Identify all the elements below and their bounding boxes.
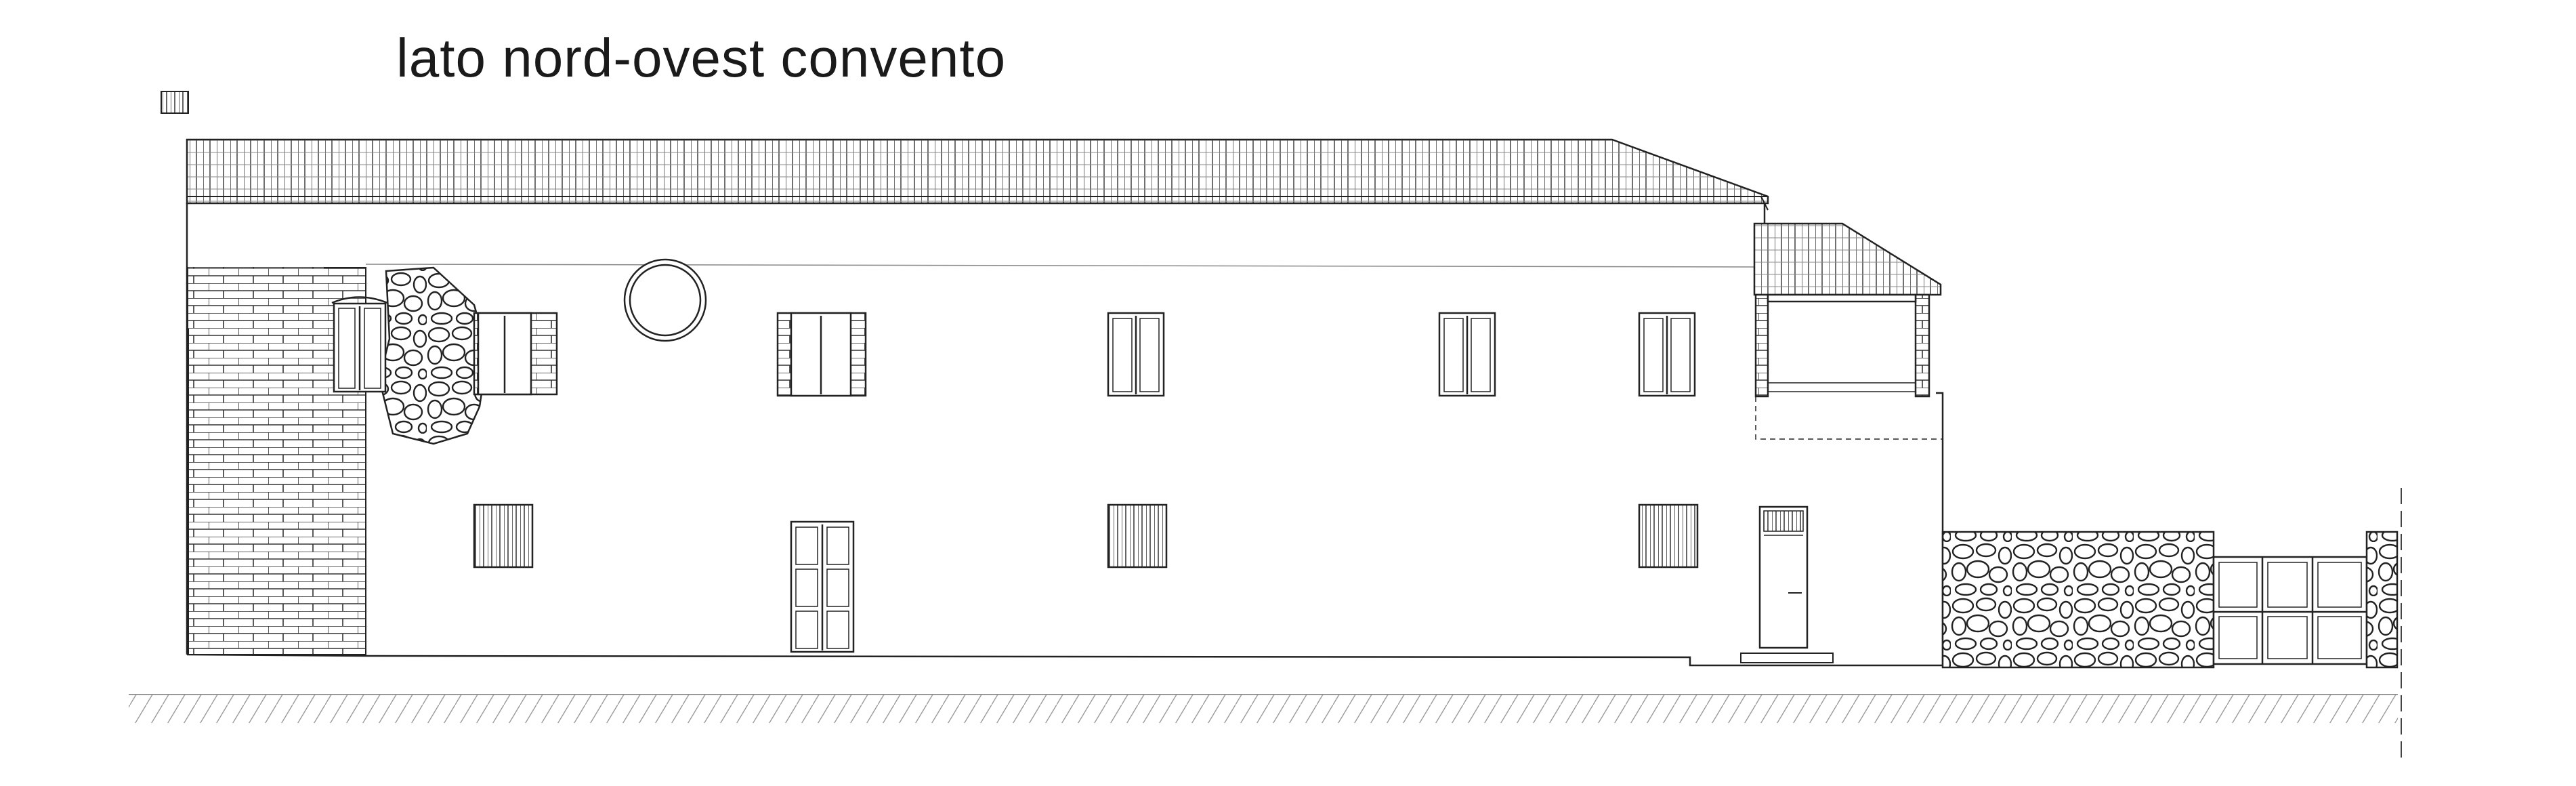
lower-window-1 xyxy=(473,503,534,568)
upper-window-6 xyxy=(1638,312,1696,397)
main-roof xyxy=(186,138,1769,211)
upper-window-3 xyxy=(776,312,867,397)
round-window xyxy=(623,258,707,342)
stone-pillar xyxy=(2365,531,2399,669)
upper-window-2 xyxy=(473,312,558,396)
main-door xyxy=(790,520,855,653)
lower-window-3 xyxy=(1638,503,1699,568)
porch-roof xyxy=(1753,222,1942,296)
gate xyxy=(2212,556,2368,665)
lower-window-2 xyxy=(1107,503,1168,568)
stone-wall-right xyxy=(1941,531,2215,669)
porch-structure xyxy=(1754,293,1943,440)
scale-bar xyxy=(161,91,189,114)
stone-section-upper xyxy=(378,266,489,445)
side-door xyxy=(1758,505,1809,649)
upper-window-5 xyxy=(1438,312,1496,397)
upper-window-4 xyxy=(1107,312,1165,397)
upper-window-1 xyxy=(331,296,388,393)
ground-line xyxy=(129,694,2398,723)
drawing-title: lato nord-ovest convento xyxy=(396,28,1007,88)
door-step xyxy=(1740,653,1834,663)
